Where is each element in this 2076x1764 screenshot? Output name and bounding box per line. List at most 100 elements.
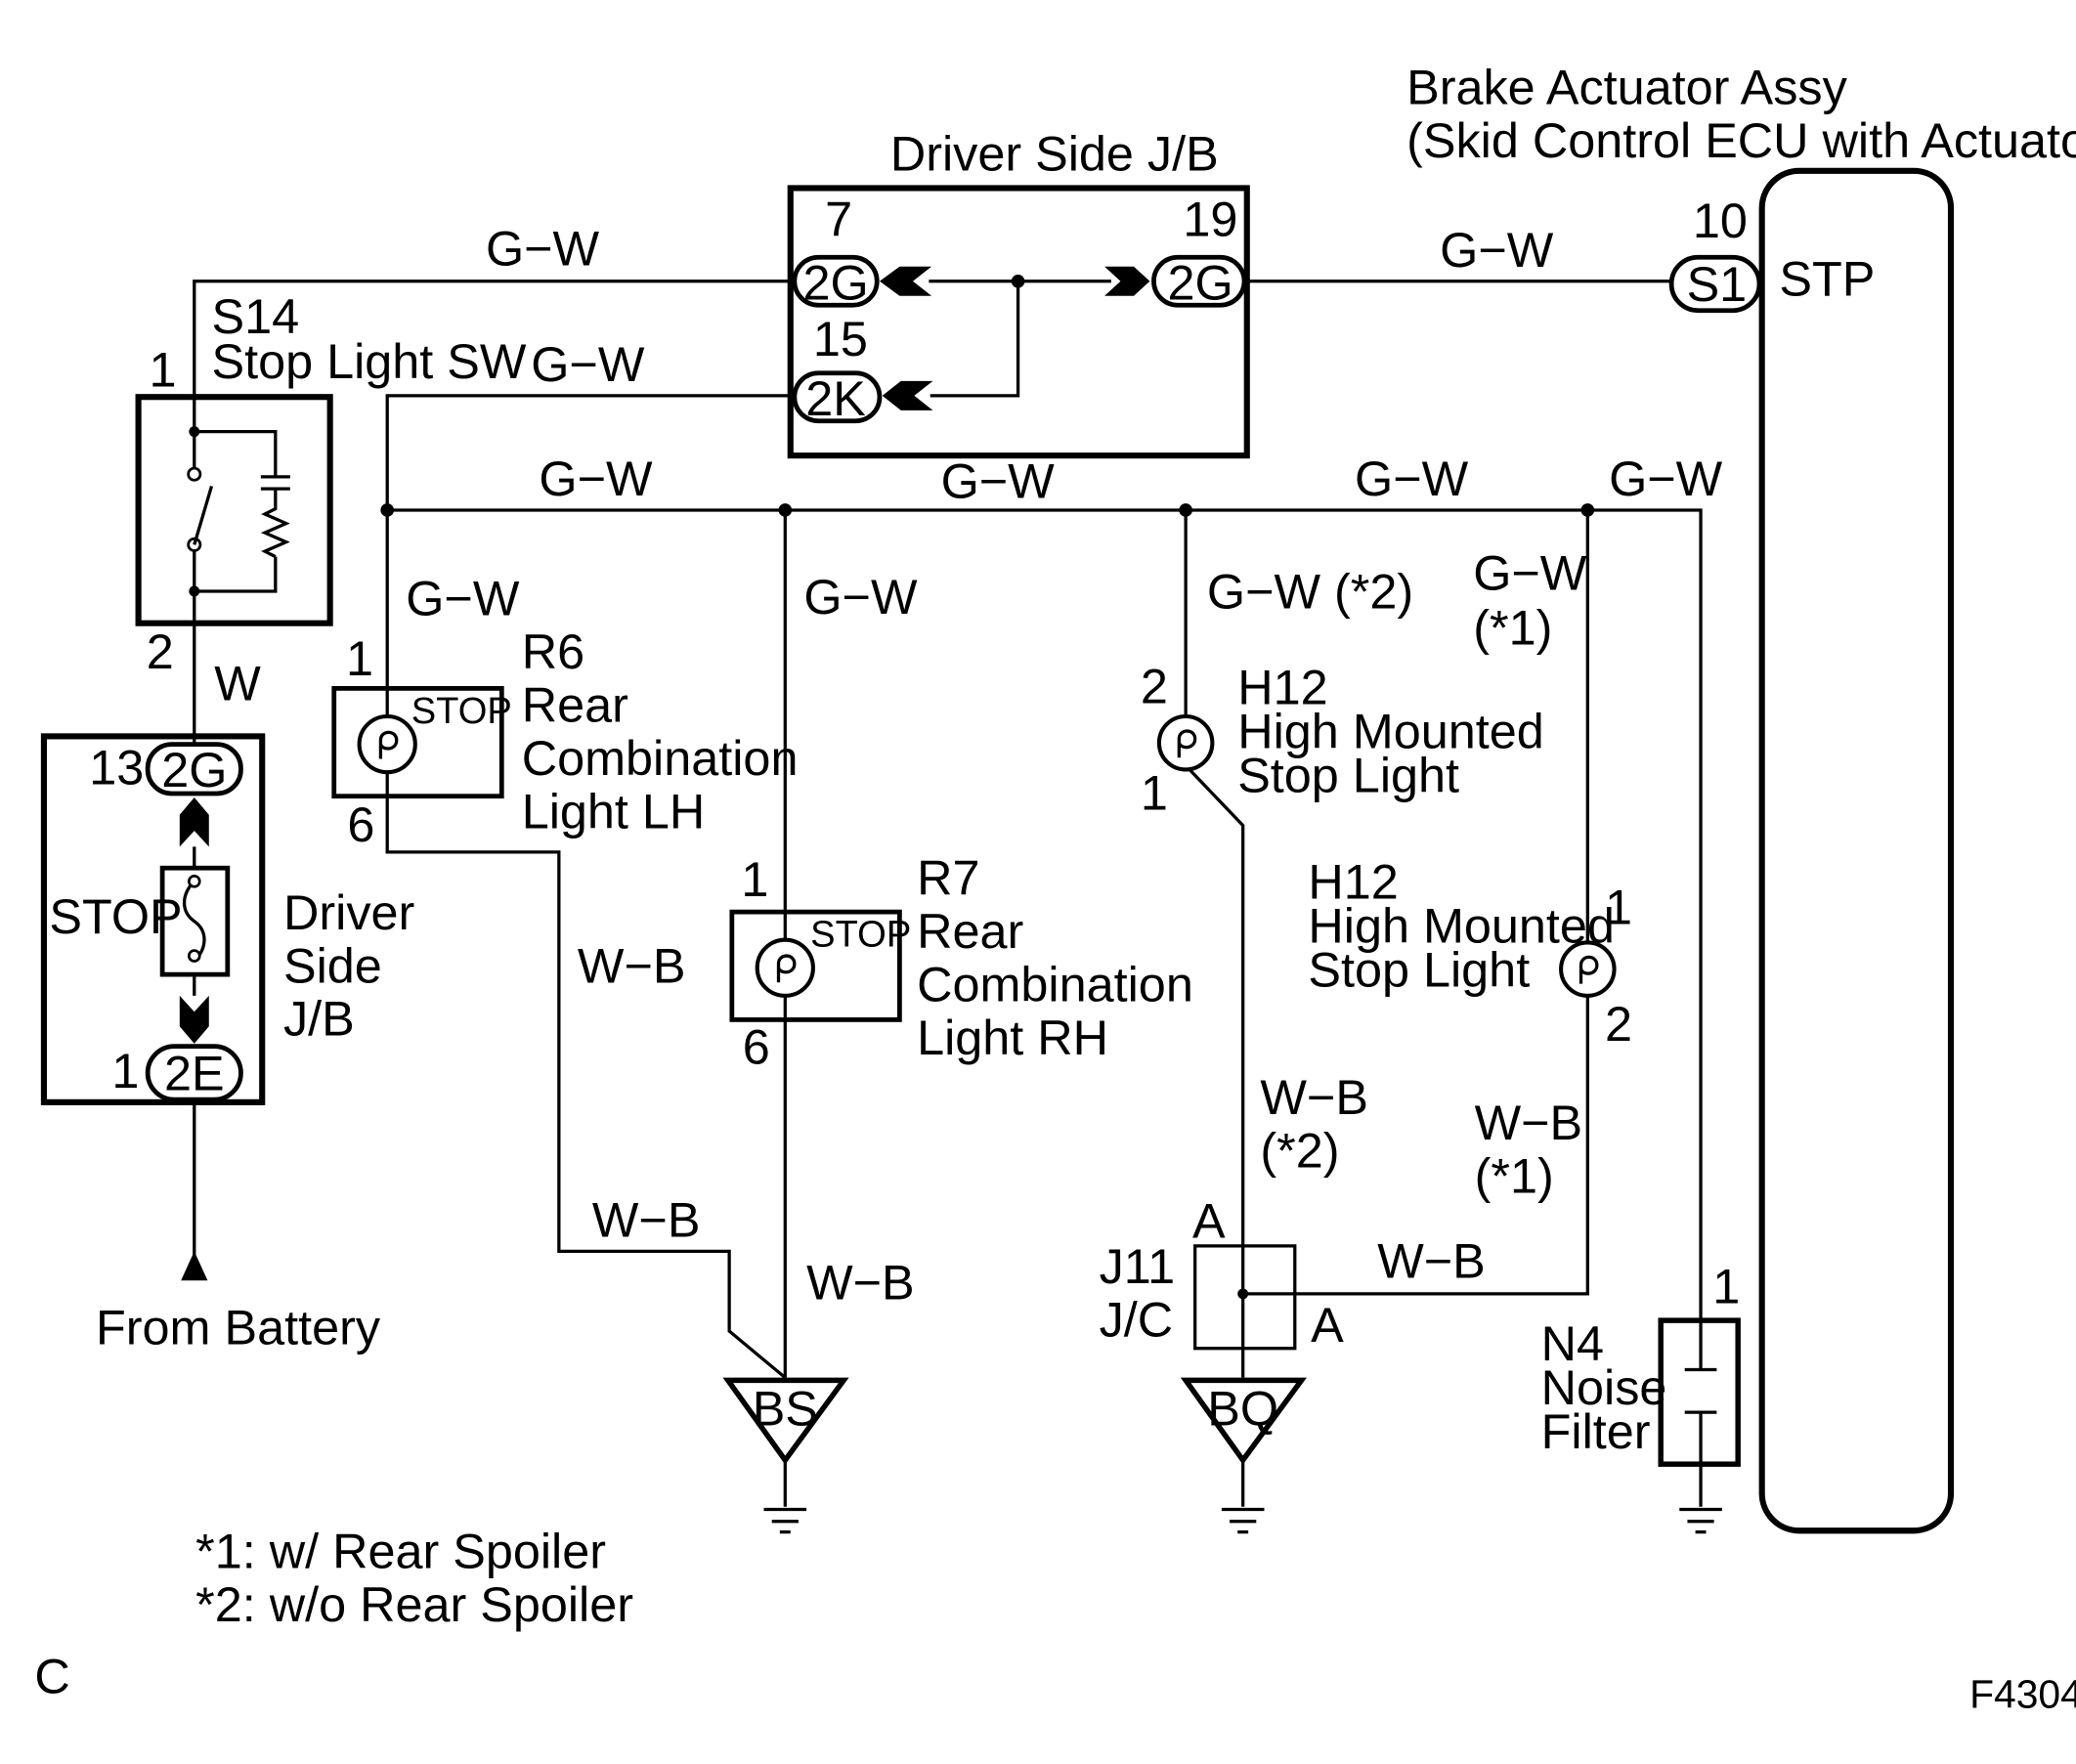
r7-line1: Rear [917, 903, 1023, 959]
junction-dot [189, 426, 200, 438]
r7-code: R7 [917, 849, 979, 905]
connector-label: S1 [1687, 256, 1748, 312]
ground-bq: BQ [1180, 1377, 1307, 1534]
pin-label: 13 [89, 739, 144, 795]
connector-2e [145, 1044, 243, 1102]
r7-line2: Combination [917, 956, 1193, 1011]
connector-label: 2G [1168, 255, 1233, 311]
pin-label: 2 [1141, 658, 1168, 713]
fuse-terminal-icon [187, 949, 201, 963]
pin-label: 1 [149, 341, 176, 397]
r6-line1: Rear [522, 676, 628, 732]
wire-label: W−B [1377, 1233, 1486, 1289]
capacitor-icon [1684, 1320, 1717, 1465]
wire-label: W−B [578, 937, 686, 993]
r7-line3: Light RH [917, 1010, 1108, 1065]
ground-icon [763, 1507, 807, 1534]
pin-label: 1 [1141, 764, 1168, 820]
pin-label: 15 [813, 311, 868, 366]
actuator-terminal: STP [1779, 251, 1875, 307]
jb-left-label-line3: J/B [283, 991, 355, 1047]
ground-label: BS [753, 1380, 818, 1436]
wire-bus [387, 508, 1703, 1322]
note-2: *2: w/o Rear Spoiler [195, 1576, 633, 1632]
junction-dot [189, 585, 200, 597]
junction-dot [1580, 503, 1595, 517]
wire-label: (*2) [1260, 1123, 1339, 1179]
junction-dots [380, 274, 1595, 1300]
corner-letter: C [34, 1648, 69, 1703]
fuse-label: STOP [49, 888, 182, 944]
junction-dot [778, 503, 793, 517]
connector-2g-left [792, 254, 880, 308]
pin-label: 1 [1605, 879, 1632, 934]
pin-label: 19 [1183, 191, 1237, 246]
h12b-line1: High Mounted [1308, 897, 1615, 953]
wire-2k-to-bus [385, 394, 794, 510]
connector-label: 2E [164, 1045, 225, 1100]
actuator-box [1758, 167, 1955, 1534]
lamp-filament-icon [776, 954, 797, 983]
wire-label: G−W [486, 220, 600, 276]
wire-label: G−W (*2) [1207, 564, 1413, 620]
pin-label: 1 [111, 1043, 139, 1098]
pin-label: 6 [743, 1018, 770, 1074]
lamp-filament-icon [1177, 729, 1197, 758]
pin-label: A [1192, 1193, 1226, 1249]
pin-label: 2 [147, 624, 174, 679]
lamp-icon [1156, 713, 1215, 772]
connector-2g-left-jb [145, 742, 243, 796]
connector-2g-right [1151, 254, 1247, 308]
pin-label: 6 [347, 796, 374, 852]
ground-label: BQ [1207, 1380, 1278, 1436]
junction-dot [1237, 1288, 1249, 1300]
switch-contact-icon [187, 466, 202, 482]
wire-labels: G−W G−W G−W G−W G−W G−W G−W G−W G−W G−W … [406, 220, 1722, 1310]
lamp-filament-icon [378, 730, 399, 759]
r7-inner-label: STOP [810, 914, 911, 956]
wire-label: W−B [1260, 1069, 1368, 1125]
switch-name: Stop Light SW [211, 333, 526, 389]
wire-jb-internal [929, 280, 1111, 398]
h12b-code: H12 [1308, 854, 1398, 910]
wire-label: G−W [539, 451, 653, 506]
wire-label: W−B [1475, 1095, 1583, 1150]
wire-label: (*1) [1473, 599, 1552, 655]
actuator-title-line2: (Skid Control ECU with Actuator) [1406, 112, 2076, 168]
r7-box [729, 909, 902, 1022]
pin-label: 1 [346, 630, 373, 686]
battery-arrow-icon [181, 1251, 208, 1281]
r6-rear-combination-lh: STOP 1 6 R6 Rear Combination Light LH [331, 624, 799, 852]
wire-label: (*1) [1475, 1147, 1554, 1203]
h12a-line2: Stop Light [1237, 748, 1459, 803]
wire-label: G−W [1609, 451, 1723, 506]
driver-jb-top-box [787, 185, 1250, 459]
from-battery-label: From Battery [96, 1300, 381, 1355]
connector-label: 2G [802, 255, 868, 311]
lamp-icon [1559, 940, 1617, 998]
r6-line2: Combination [522, 730, 799, 786]
connector-label: 2K [805, 370, 866, 426]
from-battery: From Battery [96, 1251, 381, 1355]
h12-high-mounted-stop-light-a: 2 1 H12 High Mounted Stop Light [1141, 658, 1544, 820]
h12b-line2: Stop Light [1308, 941, 1530, 997]
wire-label: G−W [1440, 222, 1554, 278]
switch-code: S14 [211, 288, 299, 344]
pin-label: A [1311, 1297, 1344, 1353]
h12-high-mounted-stop-light-b: 1 2 H12 High Mounted Stop Light [1308, 854, 1632, 1053]
fuse-icon [182, 880, 206, 963]
ground-bs: BS [722, 1377, 849, 1534]
j11-box [1193, 1244, 1297, 1351]
h12a-code: H12 [1237, 660, 1327, 715]
pin-label: 7 [825, 191, 852, 246]
wire-label: G−W [941, 453, 1056, 509]
lamp-filament-icon [1579, 955, 1599, 984]
lamp-icon [755, 937, 815, 998]
figure-id: F43049 [1969, 1671, 2076, 1716]
note-1: *1: w/ Rear Spoiler [195, 1523, 606, 1578]
lamp-icon [357, 713, 417, 775]
junction-dot [1011, 274, 1025, 288]
wire-r6 [385, 509, 787, 1379]
wire-label: W−B [806, 1254, 915, 1310]
driver-jb-left: 13 2G STOP 1 2E Driver Side J/B [40, 733, 414, 1105]
